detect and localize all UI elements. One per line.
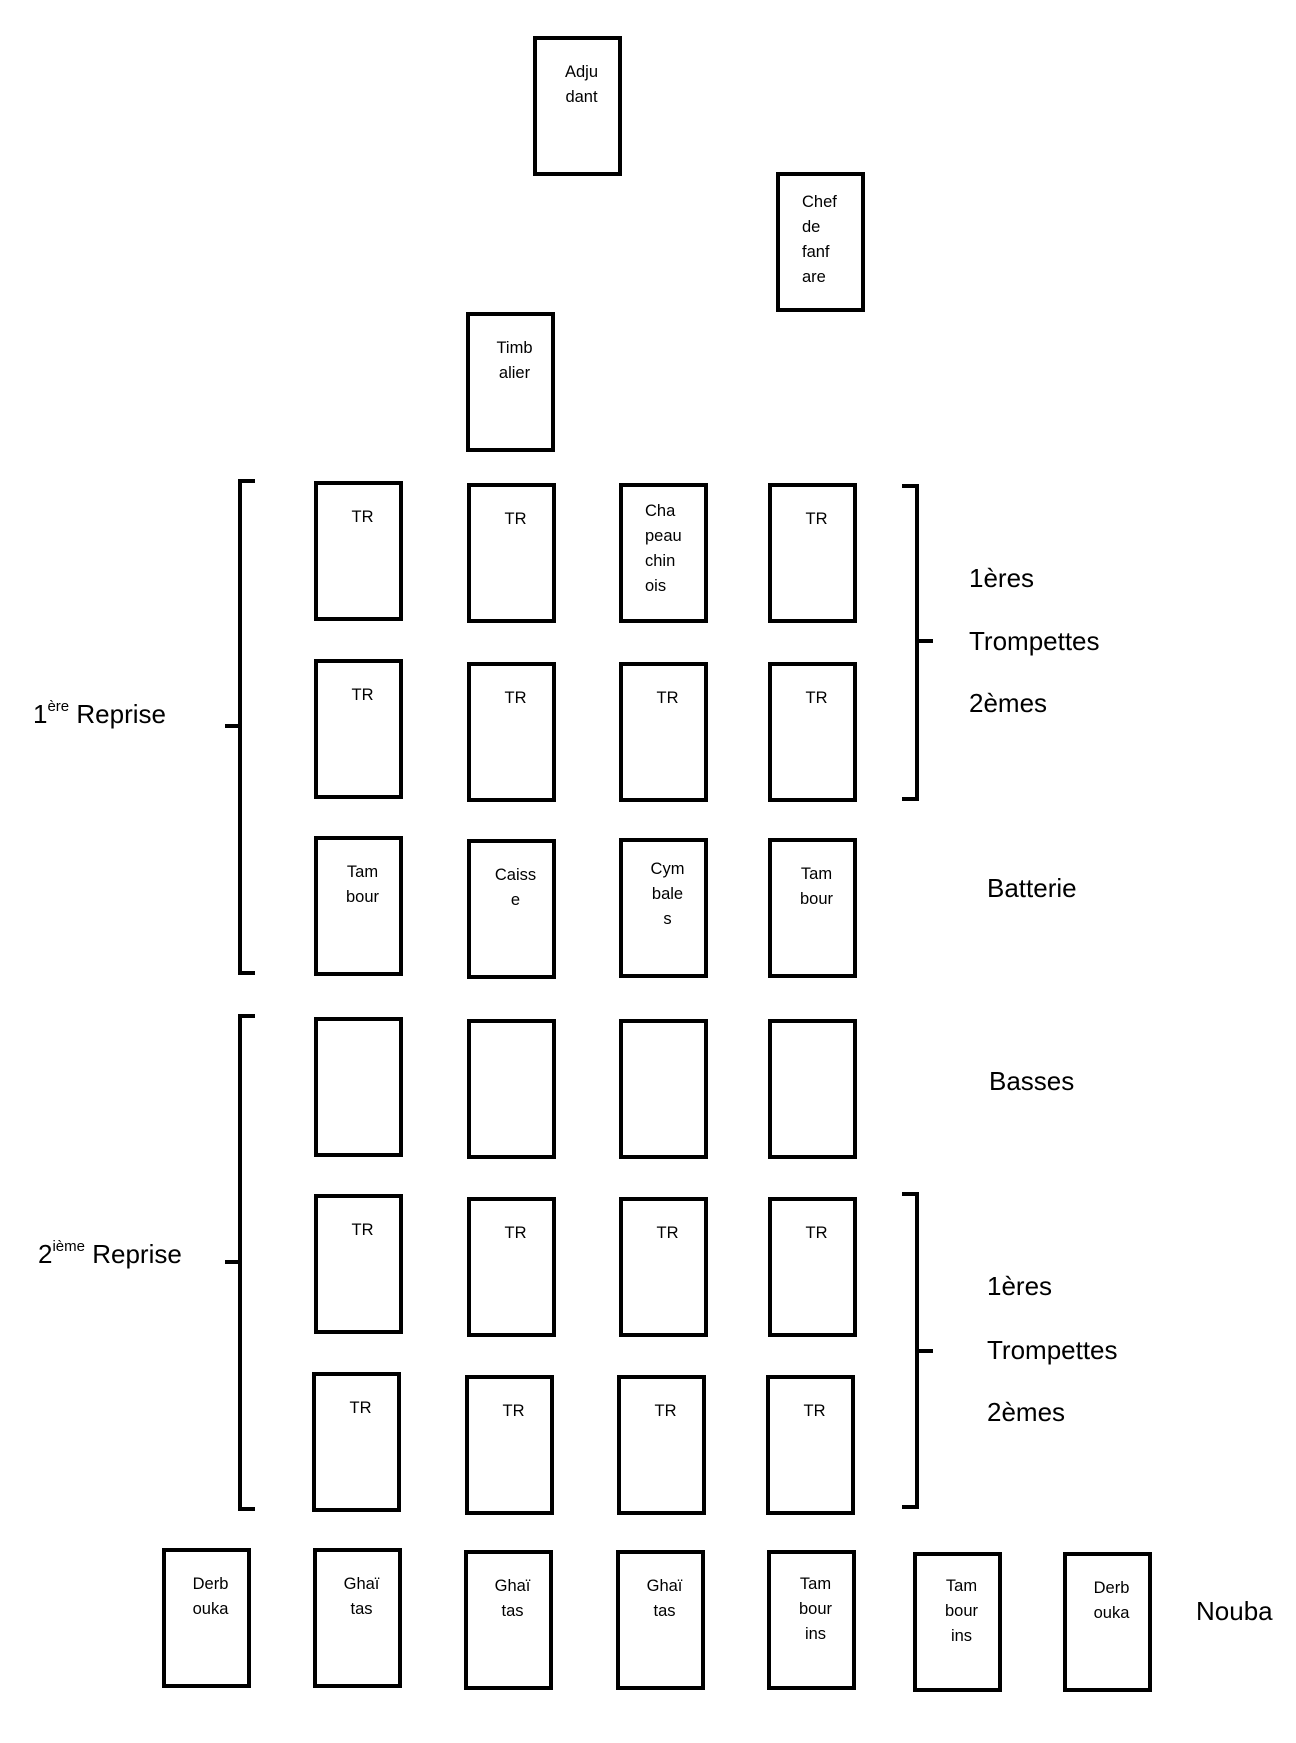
- trumpets2-brace: [902, 1192, 933, 1509]
- r2-row2-box-2: TR: [467, 1197, 556, 1337]
- reprise1-brace: [225, 479, 255, 975]
- reprise-2-text: Reprise: [84, 1239, 182, 1269]
- r1-row3-box-4: Tam bour: [768, 838, 857, 978]
- group1-premieres-label: 1ères: [969, 563, 1035, 593]
- nouba-label: Nouba: [1196, 1596, 1273, 1626]
- r2-row2-label-1: TR: [351, 1221, 374, 1239]
- r2-row2-box-1: TR: [314, 1194, 403, 1334]
- r1-row3-label-2: Caiss e: [494, 866, 537, 909]
- r2-row3-label-1: TR: [349, 1399, 372, 1417]
- reprise-1-text: Reprise: [69, 699, 166, 729]
- chef-de-fanfare-box: Chef de fanf are: [776, 172, 865, 312]
- r1-row1-box-4: TR: [768, 483, 857, 623]
- nouba-box-1: Derb ouka: [162, 1548, 251, 1688]
- r1-row2-box-4: TR: [768, 662, 857, 802]
- nouba-box-4: Ghaï tas: [616, 1550, 705, 1690]
- r1-row2-label-3: TR: [656, 689, 679, 707]
- r1-row2-box-2: TR: [467, 662, 556, 802]
- r2-row3-label-4: TR: [803, 1402, 826, 1420]
- r1-row2-label-1: TR: [351, 686, 374, 704]
- r2-row3-box-1: TR: [312, 1372, 401, 1512]
- r2-row2-label-3: TR: [656, 1224, 679, 1242]
- r1-row1-box-2: TR: [467, 483, 556, 623]
- r2-row2-box-4: TR: [768, 1197, 857, 1337]
- adjudant-label: Adju dant: [564, 63, 599, 106]
- r2-row3-label-3: TR: [654, 1402, 677, 1420]
- group1-deuxiemes-label: 2èmes: [969, 688, 1048, 718]
- reprise-2-superscript: ième: [52, 1238, 85, 1255]
- group2-premieres-label: 1ères: [987, 1271, 1053, 1301]
- nouba-label-2: Ghaï tas: [343, 1575, 380, 1618]
- r1-row2-box-1: TR: [314, 659, 403, 799]
- batterie-label: Batterie: [987, 873, 1077, 903]
- r2-row1-box-4: [768, 1019, 857, 1159]
- r2-row3-box-4: TR: [766, 1375, 855, 1515]
- nouba-label-5: Tam bour ins: [798, 1575, 833, 1643]
- r1-row1-box-1: TR: [314, 481, 403, 621]
- r1-row3-box-2: Caiss e: [467, 839, 556, 979]
- group2-deuxiemes-label: 2èmes: [987, 1397, 1066, 1427]
- r1-row3-label-3: Cym bale s: [650, 860, 685, 928]
- nouba-label-7: Derb ouka: [1093, 1579, 1130, 1622]
- r1-row2-box-3: TR: [619, 662, 708, 802]
- nouba-label-4: Ghaï tas: [646, 1577, 683, 1620]
- reprise-1-number: 1: [33, 699, 48, 729]
- r2-row2-box-3: TR: [619, 1197, 708, 1337]
- nouba-box-2: Ghaï tas: [313, 1548, 402, 1688]
- timbalier-label: Timb alier: [496, 339, 533, 382]
- r1-row1-label-3: Cha peau chin ois: [645, 502, 682, 595]
- group2-trompettes-label: Trompettes: [987, 1335, 1118, 1365]
- nouba-label-1: Derb ouka: [192, 1575, 229, 1618]
- r1-row1-box-3: Cha peau chin ois: [619, 483, 708, 623]
- reprise-2-number: 2: [38, 1239, 53, 1269]
- r2-row2-label-2: TR: [504, 1224, 527, 1242]
- r1-row1-label-1: TR: [351, 508, 374, 526]
- nouba-box-5: Tam bour ins: [767, 1550, 856, 1690]
- nouba-label-3: Ghaï tas: [494, 1577, 531, 1620]
- nouba-label-6: Tam bour ins: [944, 1577, 979, 1645]
- reprise-1-superscript: ère: [47, 698, 70, 715]
- nouba-box-6: Tam bour ins: [913, 1552, 1002, 1692]
- r1-row3-box-3: Cym bale s: [619, 838, 708, 978]
- chef-de-fanfare-label: Chef de fanf are: [802, 193, 837, 286]
- r1-row3-box-1: Tam bour: [314, 836, 403, 976]
- timbalier-box: Timb alier: [466, 312, 555, 452]
- r2-row1-box-3: [619, 1019, 708, 1159]
- adjudant-box: Adju dant: [533, 36, 622, 176]
- reprise2-brace: [225, 1014, 255, 1511]
- r1-row2-label-2: TR: [504, 689, 527, 707]
- group1-trompettes-label: Trompettes: [969, 626, 1100, 656]
- nouba-box-7: Derb ouka: [1063, 1552, 1152, 1692]
- r1-row1-label-4: TR: [805, 510, 828, 528]
- r2-row3-label-2: TR: [502, 1402, 525, 1420]
- reprise-2-label: 2ième Reprise: [38, 1238, 182, 1270]
- basses-label: Basses: [989, 1066, 1075, 1096]
- r2-row3-box-3: TR: [617, 1375, 706, 1515]
- r1-row1-label-2: TR: [504, 510, 527, 528]
- r2-row1-box-1: [314, 1017, 403, 1157]
- r2-row3-box-2: TR: [465, 1375, 554, 1515]
- r1-row3-label-4: Tam bour: [799, 865, 834, 908]
- r2-row2-label-4: TR: [805, 1224, 828, 1242]
- r1-row3-label-1: Tam bour: [345, 863, 380, 906]
- r1-row2-label-4: TR: [805, 689, 828, 707]
- trumpets1-brace: [902, 484, 933, 801]
- nouba-box-3: Ghaï tas: [464, 1550, 553, 1690]
- reprise-1-label: 1ère Reprise: [33, 698, 166, 730]
- r2-row1-box-2: [467, 1019, 556, 1159]
